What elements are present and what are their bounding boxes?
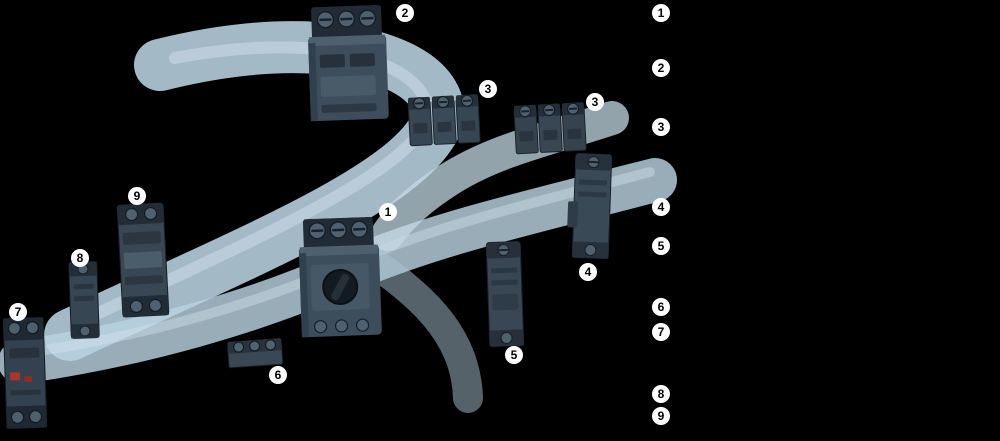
callout-2: 2 [396, 4, 414, 22]
component-side-mounted-auxiliary-switch [564, 149, 618, 263]
component-release-module [0, 315, 50, 431]
flow-ribbon-upper-right [371, 101, 629, 251]
component-motor-starter-protector-large [301, 4, 393, 126]
callout-1: 1 [379, 203, 397, 221]
component-terminal-block [225, 334, 285, 370]
component-front-auxiliary-switch [481, 237, 529, 350]
component-contactor [113, 201, 173, 320]
callout-3b: 3 [586, 93, 604, 111]
legend-item-5: 5 [652, 237, 670, 255]
callout-9: 9 [128, 187, 146, 205]
component-infeed-terminal-block-b [512, 98, 589, 156]
component-infeed-terminal-block-a [406, 90, 483, 148]
legend-item-4: 4 [652, 198, 670, 216]
callout-3a: 3 [479, 80, 497, 98]
callout-6: 6 [269, 366, 287, 384]
component-motor-starter-protector-main [293, 216, 385, 345]
callout-4: 4 [579, 263, 597, 281]
callout-7: 7 [9, 303, 27, 321]
legend-item-9: 9 [652, 407, 670, 425]
legend-item-8: 8 [652, 385, 670, 403]
component-signaling-switch [65, 259, 104, 340]
legend-item-1: 1 [652, 4, 670, 22]
legend-item-7: 7 [652, 323, 670, 341]
legend-item-2: 2 [652, 59, 670, 77]
legend-item-3: 3 [652, 118, 670, 136]
callout-5: 5 [505, 346, 523, 364]
legend-item-6: 6 [652, 298, 670, 316]
callout-8: 8 [71, 249, 89, 267]
